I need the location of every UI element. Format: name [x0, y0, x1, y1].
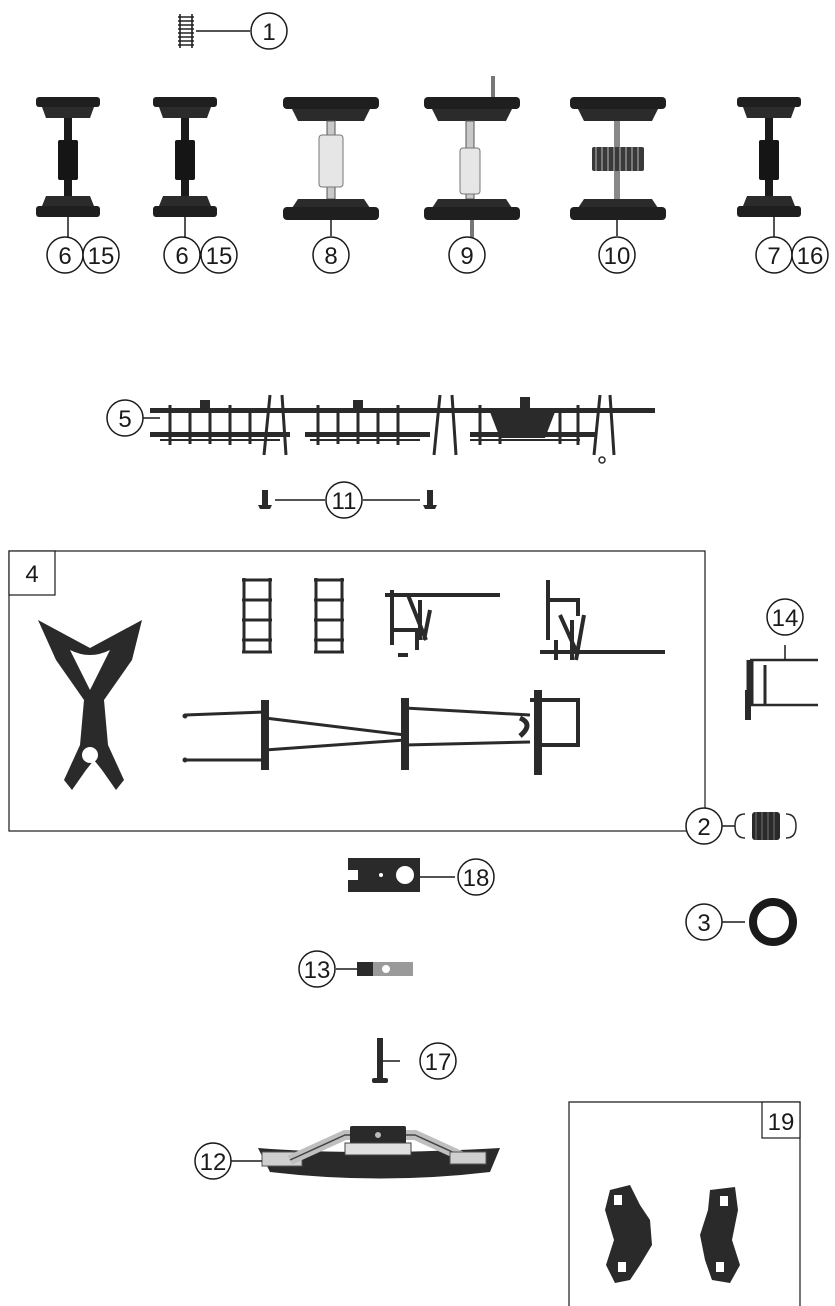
wheelset-6-15-a	[36, 97, 100, 238]
coupler-plate-part-18	[348, 858, 455, 892]
ladder-part-b	[314, 578, 344, 654]
box-4-label: 4	[25, 561, 38, 588]
callout-17-label: 17	[425, 1049, 452, 1076]
callout-12-label: 12	[200, 1149, 227, 1176]
box-19-label: 19	[768, 1109, 795, 1136]
callout-18: 18	[457, 858, 495, 896]
callout-14-label: 14	[772, 605, 799, 632]
callout-8-label: 8	[324, 243, 337, 270]
part-19-box: 19	[568, 1101, 801, 1306]
callout-14: 14	[766, 598, 804, 636]
callout-15-b-label: 15	[206, 243, 233, 270]
ladder-part-a	[242, 578, 272, 654]
callout-11-label: 11	[332, 488, 357, 515]
callout-7-label: 7	[767, 243, 780, 270]
y-plate-part	[38, 620, 142, 790]
callout-13: 13	[298, 950, 336, 988]
callout-2-label: 2	[697, 814, 710, 841]
wheelset-8	[283, 97, 379, 236]
callout-10: 10	[598, 236, 636, 274]
callout-3: 3	[685, 903, 723, 941]
screw-pair-part	[258, 490, 437, 509]
callout-2: 2	[685, 807, 723, 845]
wheelset-6-15-b	[153, 97, 217, 238]
callout-18-label: 18	[463, 865, 490, 892]
bogie-frame-part	[140, 394, 655, 464]
callout-15-a-label: 15	[88, 243, 115, 270]
wheelset-7-16	[737, 97, 801, 238]
callout-8: 8	[312, 236, 350, 274]
callout-7: 7	[755, 236, 793, 274]
callout-5-label: 5	[118, 406, 131, 433]
callout-1-label: 1	[262, 19, 275, 46]
callout-15-b: 15	[200, 236, 238, 274]
callout-6-a-label: 6	[58, 243, 71, 270]
screw-part-17	[372, 1038, 400, 1083]
callout-6-b: 6	[163, 236, 201, 274]
brake-rigging-part	[182, 690, 580, 775]
callout-10-label: 10	[604, 243, 631, 270]
callout-13-label: 13	[304, 957, 331, 984]
contact-plate-part-13	[336, 962, 413, 976]
callout-9: 9	[448, 236, 486, 274]
callout-17: 17	[419, 1042, 457, 1080]
coil-part-2	[722, 812, 797, 840]
callout-6-b-label: 6	[175, 243, 188, 270]
callout-3-label: 3	[697, 910, 710, 937]
callout-6-a: 6	[46, 236, 84, 274]
bolster-part-12	[231, 1126, 500, 1179]
part-4-box: 4	[8, 550, 706, 832]
callout-16-label: 16	[797, 243, 824, 270]
ring-part-3	[722, 898, 797, 946]
callout-5: 5	[106, 399, 144, 437]
wheelset-10	[570, 97, 666, 236]
callout-9-label: 9	[460, 243, 473, 270]
callout-11: 11	[325, 481, 363, 519]
brake-shoe-part-a	[605, 1185, 652, 1283]
spring-part	[178, 14, 250, 48]
callout-16: 16	[791, 236, 829, 274]
wheelset-9	[424, 76, 520, 238]
callout-1: 1	[250, 12, 288, 50]
brake-shoe-part-b	[700, 1187, 740, 1283]
brake-lever-part-b	[540, 580, 665, 661]
callout-15-a: 15	[82, 236, 120, 274]
brake-hanger-part	[745, 645, 818, 720]
callout-12: 12	[194, 1142, 232, 1180]
brake-lever-part-a	[385, 590, 500, 657]
